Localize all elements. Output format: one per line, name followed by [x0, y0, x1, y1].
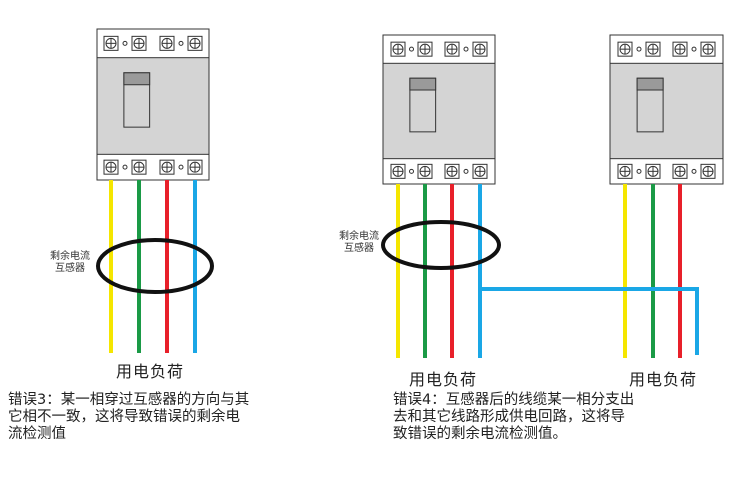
terminal-dot: [463, 46, 469, 52]
terminal-dot: [691, 46, 697, 52]
ct-label-line: 剩余电流: [50, 251, 90, 262]
error-line: 错误3：某一相穿过互感器的方向与其: [8, 392, 250, 408]
terminal-dot: [409, 168, 414, 174]
error-line: 致错误的剩余电流检测值。: [393, 426, 567, 442]
load-label-right: 用电负荷: [629, 370, 698, 389]
breaker-body: [96, 57, 210, 155]
breaker-body: [609, 62, 724, 160]
terminal-dot: [178, 40, 184, 46]
terminal-dot: [409, 46, 414, 52]
load-label-left: 用电负荷: [116, 362, 185, 381]
ct-label-left: 剩余电流 互感器: [40, 251, 100, 275]
terminal-dot: [122, 164, 128, 170]
error-line: 它相不一致，这将导致错误的剩余电: [8, 409, 240, 425]
ct-label-line: 互感器: [344, 243, 374, 254]
breaker-body: [382, 62, 496, 160]
error-line: 错误4：互感器后的线缆某一相分支出: [393, 392, 635, 408]
residual-current-transformer-ring: [96, 238, 214, 294]
residual-current-transformer-ring: [381, 220, 501, 270]
ct-label-line: 剩余电流: [339, 231, 379, 242]
terminal-dot: [636, 168, 642, 174]
ct-label-line: 互感器: [55, 263, 85, 274]
error-4-description: 错误4：互感器后的线缆某一相分支出 去和其它线路形成供电回路，这将导 致错误的剩…: [393, 392, 634, 443]
terminal-dot: [463, 168, 469, 174]
handle-top: [123, 72, 151, 86]
ct-label-middle: 剩余电流 互感器: [329, 231, 389, 255]
branch-blue-wire: [481, 287, 699, 355]
terminal-dot: [691, 168, 697, 174]
terminal-dot: [122, 40, 128, 46]
error-3-description: 错误3：某一相穿过互感器的方向与其 它相不一致，这将导致错误的剩余电 流检测值: [8, 392, 249, 443]
handle-top: [636, 77, 664, 91]
terminal-dot: [636, 46, 642, 52]
handle-top: [409, 77, 437, 91]
error-line: 流检测值: [8, 426, 66, 442]
load-label-middle: 用电负荷: [409, 370, 478, 389]
error-line: 去和其它线路形成供电回路，这将导: [393, 409, 625, 425]
terminal-dot: [178, 164, 184, 170]
